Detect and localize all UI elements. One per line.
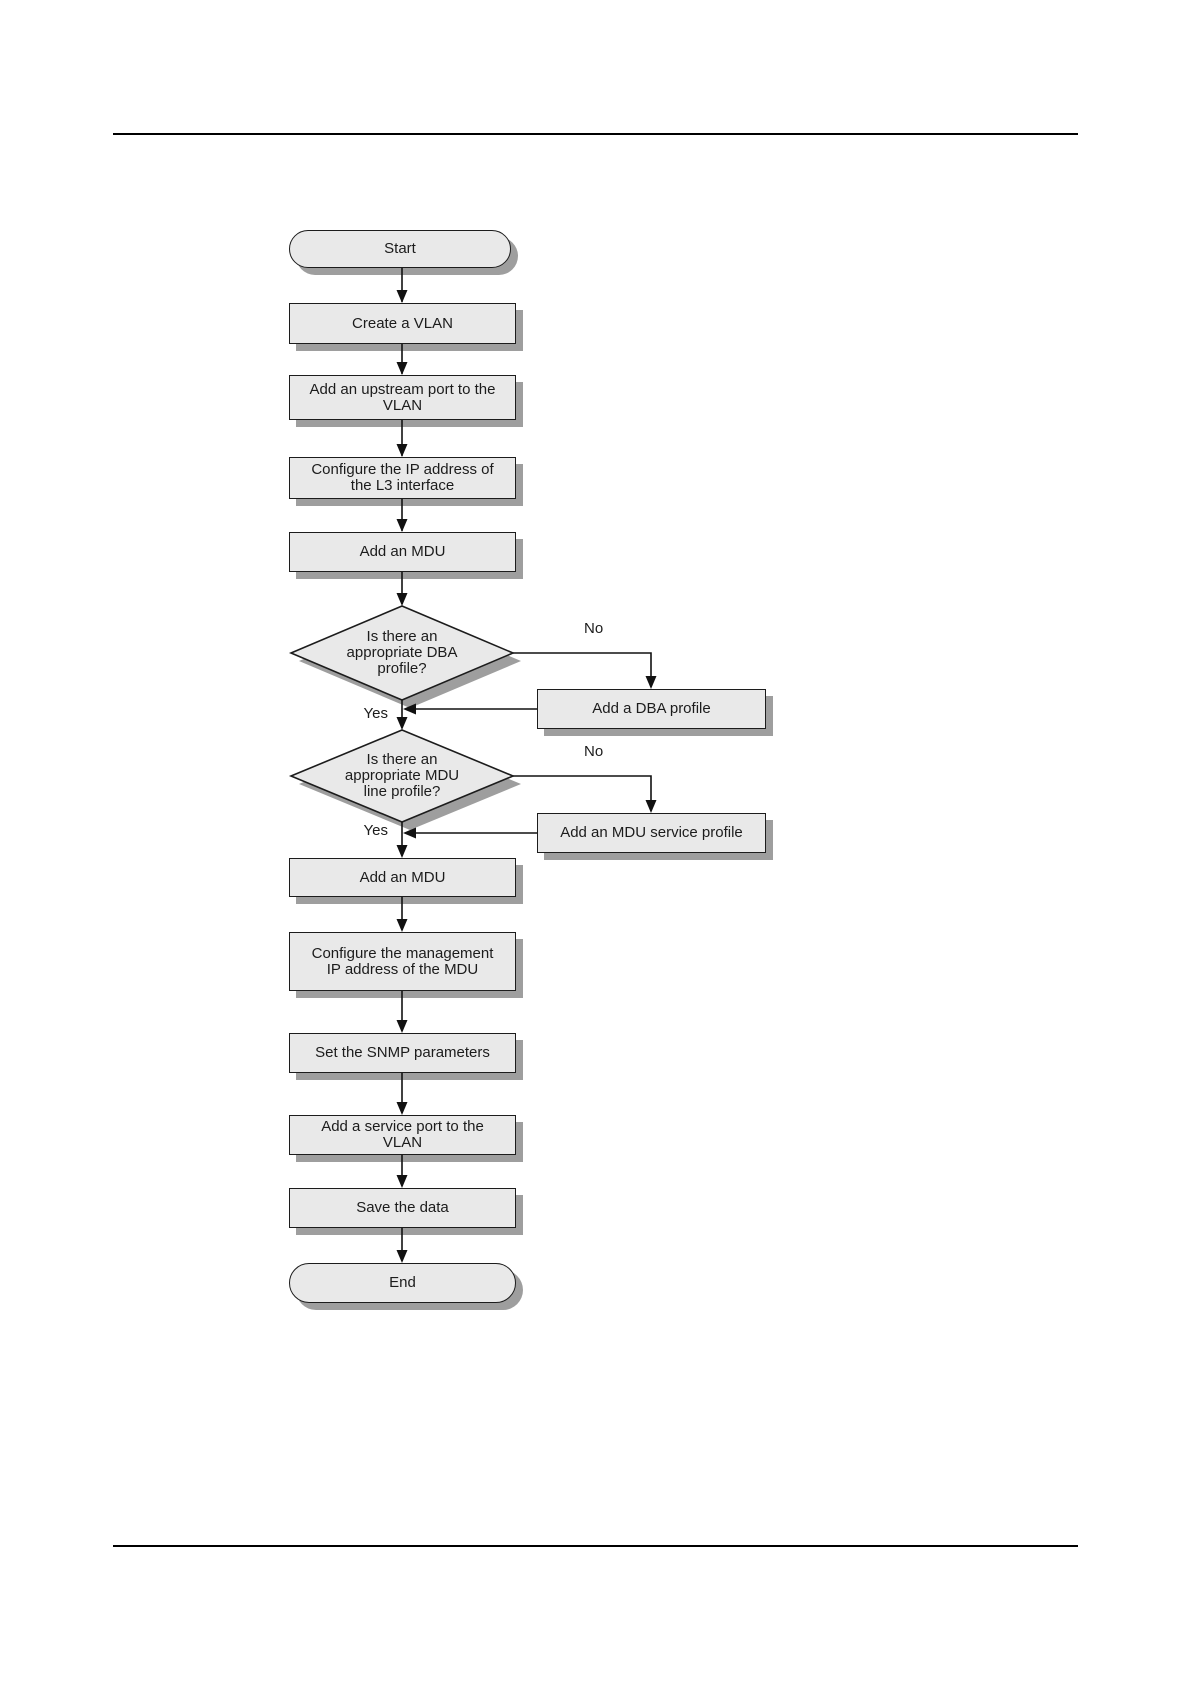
flow-node-add-dba-profile: Add a DBA profile: [537, 689, 766, 729]
connector-mdu-no-branch: [513, 775, 657, 813]
flow-node-end: End: [289, 1263, 516, 1303]
edge-label-dba-no: No: [584, 620, 604, 637]
flow-node-start: Start: [289, 230, 511, 268]
connector-l3-mdu1: [396, 499, 408, 532]
footer-rule: [113, 1545, 1078, 1547]
flow-node-add-mdu-1: Add an MDU: [289, 532, 516, 572]
connector-save-end: [396, 1228, 408, 1263]
flow-node-set-snmp: Set the SNMP parameters: [289, 1033, 516, 1073]
connector-mdu1-decision-dba: [396, 572, 408, 606]
flow-node-add-mdu-service-profile: Add an MDU service profile: [537, 813, 766, 853]
decision-dba-label: Is there an appropriate DBA profile?: [346, 628, 458, 677]
flow-node-configure-ip-l3: Configure the IP address of the L3 inter…: [289, 457, 516, 499]
connector-create-upstream: [396, 344, 408, 375]
connector-mdu2-mgmt: [396, 897, 408, 932]
connector-upstream-l3: [396, 420, 408, 457]
flow-node-configure-mgmt-ip: Configure the management IP address of t…: [289, 932, 516, 991]
flow-node-add-upstream-port: Add an upstream port to the VLAN: [289, 375, 516, 420]
flow-node-create-vlan: Create a VLAN: [289, 303, 516, 344]
connector-mgmt-snmp: [396, 991, 408, 1033]
edge-label-mdu-line-yes: Yes: [363, 822, 388, 839]
connector-start-create: [396, 268, 408, 303]
header-rule: [113, 133, 1078, 135]
connector-mdu-return: [403, 827, 537, 839]
edge-label-mdu-line-no: No: [584, 743, 604, 760]
connector-snmp-serviceport: [396, 1073, 408, 1115]
connector-serviceport-save: [396, 1155, 408, 1188]
flow-node-add-mdu-2: Add an MDU: [289, 858, 516, 897]
flow-node-add-service-port: Add a service port to the VLAN: [289, 1115, 516, 1155]
connector-dba-return: [403, 703, 537, 715]
connector-decision-dba-yes: [396, 700, 408, 730]
decision-mdu-line-label: Is there an appropriate MDU line profile…: [344, 751, 460, 800]
flow-node-save-data: Save the data: [289, 1188, 516, 1228]
edge-label-dba-yes: Yes: [363, 705, 388, 722]
connector-decision-mdu-yes: [396, 822, 408, 858]
connector-dba-no-branch: [513, 652, 657, 689]
